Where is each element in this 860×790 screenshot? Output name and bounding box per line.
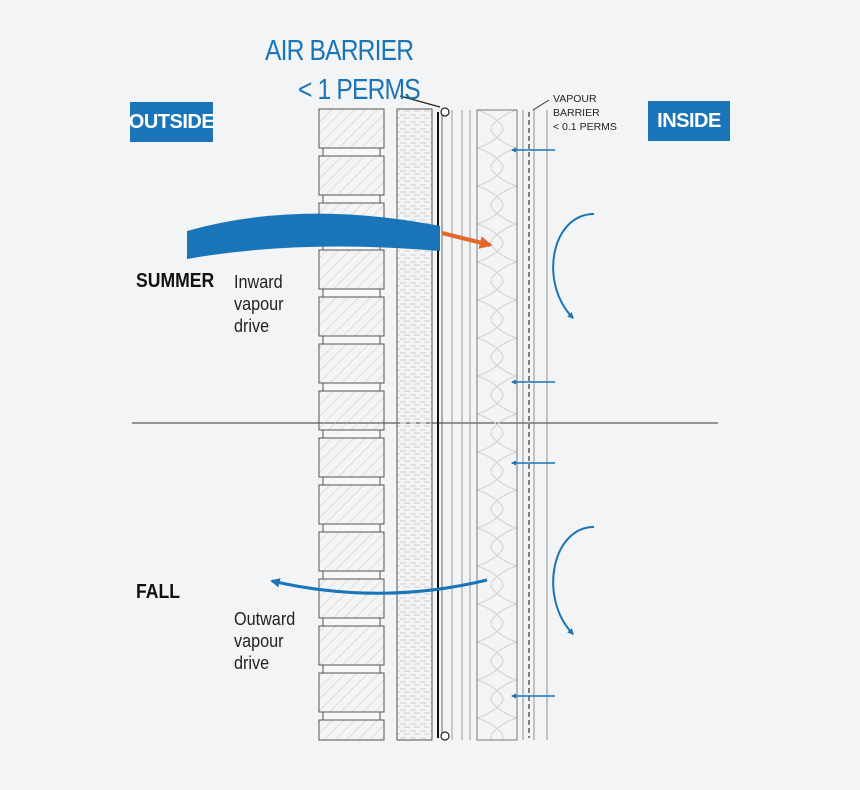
brick xyxy=(318,625,385,666)
mortar-joint xyxy=(322,288,381,298)
brick-veneer xyxy=(318,108,385,741)
brick xyxy=(318,578,385,619)
summer-description: Inward vapour drive xyxy=(234,272,284,336)
brick xyxy=(318,155,385,196)
mortar-joint xyxy=(322,570,381,580)
brick xyxy=(318,249,385,290)
vapour-barrier-label: VAPOUR BARRIER < 0.1 PERMS xyxy=(553,92,643,134)
sheathing-board xyxy=(396,108,433,741)
inside-label: INSIDE xyxy=(657,109,721,132)
vapour-barrier-text: VAPOUR BARRIER xyxy=(553,93,600,119)
mortar-joint xyxy=(322,147,381,157)
brick xyxy=(318,437,385,478)
mortar-joint xyxy=(322,382,381,392)
interior-layers xyxy=(522,110,548,740)
brick xyxy=(318,719,385,741)
inward-arrows xyxy=(510,147,555,699)
mortar-joint xyxy=(322,194,381,204)
brick xyxy=(318,484,385,525)
mortar-joint xyxy=(322,523,381,533)
mortar-joint xyxy=(322,617,381,627)
brick xyxy=(318,296,385,337)
mortar-joint xyxy=(322,711,381,721)
brick xyxy=(318,531,385,572)
air-barrier-label: AIR BARRIER xyxy=(265,35,414,67)
vapour-barrier-leader xyxy=(532,99,550,111)
summer-circulation-arrow xyxy=(552,213,595,319)
rigid-insulation xyxy=(451,110,471,740)
brick xyxy=(318,672,385,713)
outside-label: OUTSIDE xyxy=(128,110,215,133)
fall-circulation-arrow xyxy=(552,526,595,635)
summer-label: SUMMER xyxy=(136,270,215,292)
batt-insulation xyxy=(476,109,518,741)
fall-vapour-arrow xyxy=(270,578,488,595)
mortar-joint xyxy=(322,429,381,439)
brick xyxy=(318,343,385,384)
brick xyxy=(318,390,385,431)
summer-transfer-arrow xyxy=(441,231,493,249)
inside-badge: INSIDE xyxy=(648,101,730,141)
air-barrier-clip-top xyxy=(440,107,450,117)
fall-label: FALL xyxy=(136,581,180,603)
mortar-joint xyxy=(322,335,381,345)
mortar-joint xyxy=(322,664,381,674)
mortar-joint xyxy=(322,476,381,486)
fall-description: Outward vapour drive xyxy=(234,609,296,673)
summer-vapour-band xyxy=(187,213,440,259)
air-barrier-perms-label: < 1 PERMS xyxy=(298,74,421,106)
air-barrier-leader xyxy=(399,95,441,108)
brick xyxy=(318,108,385,149)
vapour-barrier-perms-text: < 0.1 PERMS xyxy=(553,121,617,133)
outside-badge: OUTSIDE xyxy=(128,102,215,142)
air-barrier-clip-bottom xyxy=(440,731,450,741)
